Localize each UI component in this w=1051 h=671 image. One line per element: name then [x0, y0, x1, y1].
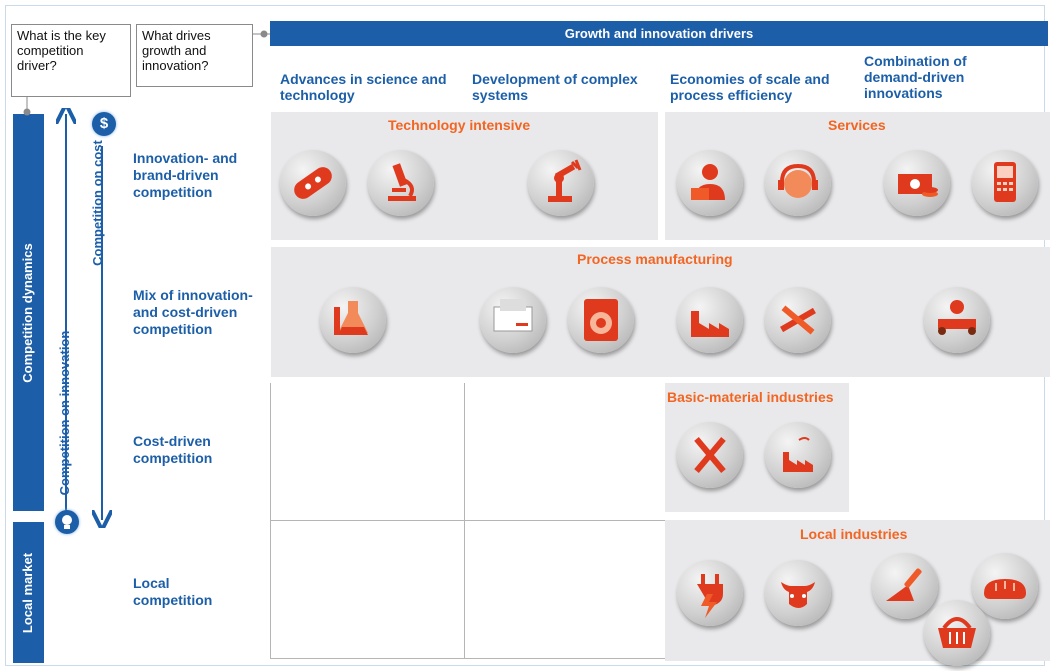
washing-machine-icon	[568, 287, 634, 353]
column-header-complex-systems: Development of complex systems	[472, 71, 638, 103]
plant-icon	[765, 422, 831, 488]
row-header-innovation: Innovation- and brand-driven competition	[133, 150, 238, 200]
competition-dynamics-bar	[13, 114, 44, 511]
growth-driver-question: What drives growth and innovation?	[136, 24, 253, 87]
mining-icon	[677, 422, 743, 488]
basket-icon	[924, 600, 990, 666]
competition-on-cost-label: Competition on cost	[90, 140, 105, 266]
row-header-cost: Cost-driven competition	[133, 433, 213, 466]
column-header-science: Advances in science and technology	[280, 71, 447, 103]
grid-line	[270, 658, 665, 659]
growth-drivers-header: Growth and innovation drivers	[270, 21, 1048, 46]
dollar-icon: $	[92, 112, 116, 136]
process-manufacturing-panel	[271, 247, 1050, 377]
lightbulb-icon	[55, 510, 79, 534]
competition-driver-question: What is the key competition driver?	[11, 24, 131, 97]
bandage-icon	[280, 150, 346, 216]
packaging-icon	[924, 287, 990, 353]
row-header-local: Local competition	[133, 575, 213, 608]
tools-icon	[765, 287, 831, 353]
basic-material-title: Basic-material industries	[667, 389, 834, 405]
competition-dynamics-label: Competition dynamics	[20, 243, 35, 383]
factory-icon	[677, 287, 743, 353]
printer-icon	[480, 287, 546, 353]
column-header-scale: Economies of scale and process efficienc…	[670, 71, 830, 103]
money-icon	[884, 150, 950, 216]
bread-icon	[972, 553, 1038, 619]
local-market-bar	[13, 522, 44, 663]
row-header-mix: Mix of innovation- and cost-driven compe…	[133, 287, 253, 337]
column-header-demand: Combination of demand-driven innovations	[864, 53, 967, 101]
competition-on-innovation-label: Competition on innovation	[57, 330, 72, 496]
grid-line	[270, 520, 665, 521]
local-market-label: Local market	[20, 552, 35, 634]
connector-line	[253, 30, 273, 38]
mobile-phone-icon	[972, 150, 1038, 216]
technology-intensive-title: Technology intensive	[388, 117, 531, 133]
connector-line-left	[23, 96, 31, 116]
process-manufacturing-title: Process manufacturing	[577, 251, 733, 267]
local-industries-title: Local industries	[800, 526, 908, 542]
services-title: Services	[828, 117, 886, 133]
axis-arrows	[52, 108, 118, 528]
robot-arm-icon	[528, 150, 594, 216]
power-plug-icon	[677, 560, 743, 626]
consultant-icon	[677, 150, 743, 216]
cow-icon	[765, 560, 831, 626]
trowel-icon	[872, 553, 938, 619]
call-center-icon	[765, 150, 831, 216]
flask-icon	[320, 287, 386, 353]
microscope-icon	[368, 150, 434, 216]
